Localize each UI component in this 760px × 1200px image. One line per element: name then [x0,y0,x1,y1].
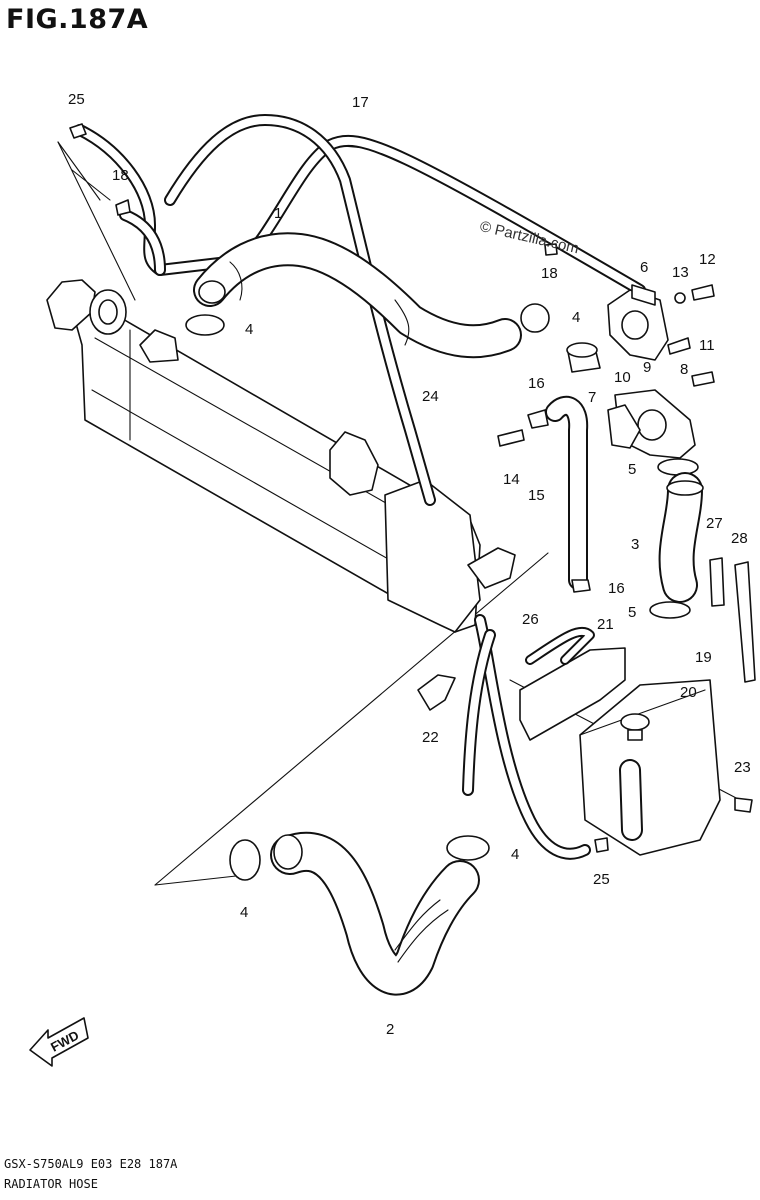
callout-10: 10 [614,369,631,386]
callout-18-left: 18 [112,167,129,184]
figure-title: FIG.187A [6,4,149,35]
callout-25-bottom: 25 [593,871,610,888]
callout-19: 19 [695,649,712,666]
hose-17 [74,124,646,296]
callout-7: 7 [588,389,596,406]
callout-20: 20 [680,684,697,701]
callout-4-upper-left: 4 [245,321,253,338]
callout-9: 9 [643,359,651,376]
callout-12: 12 [699,251,716,268]
callout-26: 26 [522,611,539,628]
callout-16-upper: 16 [528,375,545,392]
callout-18-right: 18 [541,265,558,282]
hose-2 [270,831,480,996]
callout-23: 23 [734,759,751,776]
callout-24: 24 [422,388,439,405]
radiator-cap [46,279,127,335]
callout-16-lower: 16 [608,580,625,597]
figure-caption: RADIATOR HOSE [4,1177,98,1191]
callout-8: 8 [680,361,688,378]
callout-5-upper: 5 [628,461,636,478]
callout-4-upper-right: 4 [572,309,580,326]
callout-5-lower: 5 [628,604,636,621]
callout-labels: 25 17 18 1 18 6 13 12 4 4 9 11 8 16 7 10… [68,91,751,1038]
clip-22 [417,557,756,711]
reservoir-tank [579,679,721,856]
callout-11: 11 [699,337,715,354]
hose-15 [527,395,591,593]
callout-25-top: 25 [68,91,85,108]
hose-24 [164,114,591,860]
callout-2: 2 [386,1021,394,1038]
model-code: GSX-S750AL9 E03 E28 187A [4,1157,178,1171]
callout-27: 27 [706,515,723,532]
radiator [74,299,516,633]
callout-21: 21 [597,616,614,633]
bolts [497,284,753,813]
callout-17: 17 [352,94,369,111]
hose-1 [193,232,522,359]
callout-4-lower-left: 4 [240,904,248,921]
callout-22: 22 [422,729,439,746]
callout-4-lower-right: 4 [511,846,519,863]
callout-14: 14 [503,471,520,488]
fwd-arrow-icon: FWD [29,1017,89,1067]
hose-clamps [185,303,699,881]
callout-28: 28 [731,530,748,547]
callout-1: 1 [274,205,282,222]
callout-3: 3 [631,536,639,553]
bracket-21 [519,626,626,741]
hose-3 [658,472,704,603]
thermostat-housing [566,284,696,459]
callout-15: 15 [528,487,545,504]
small-fittings [69,123,609,853]
callout-13: 13 [672,264,689,281]
callout-6: 6 [640,259,648,276]
